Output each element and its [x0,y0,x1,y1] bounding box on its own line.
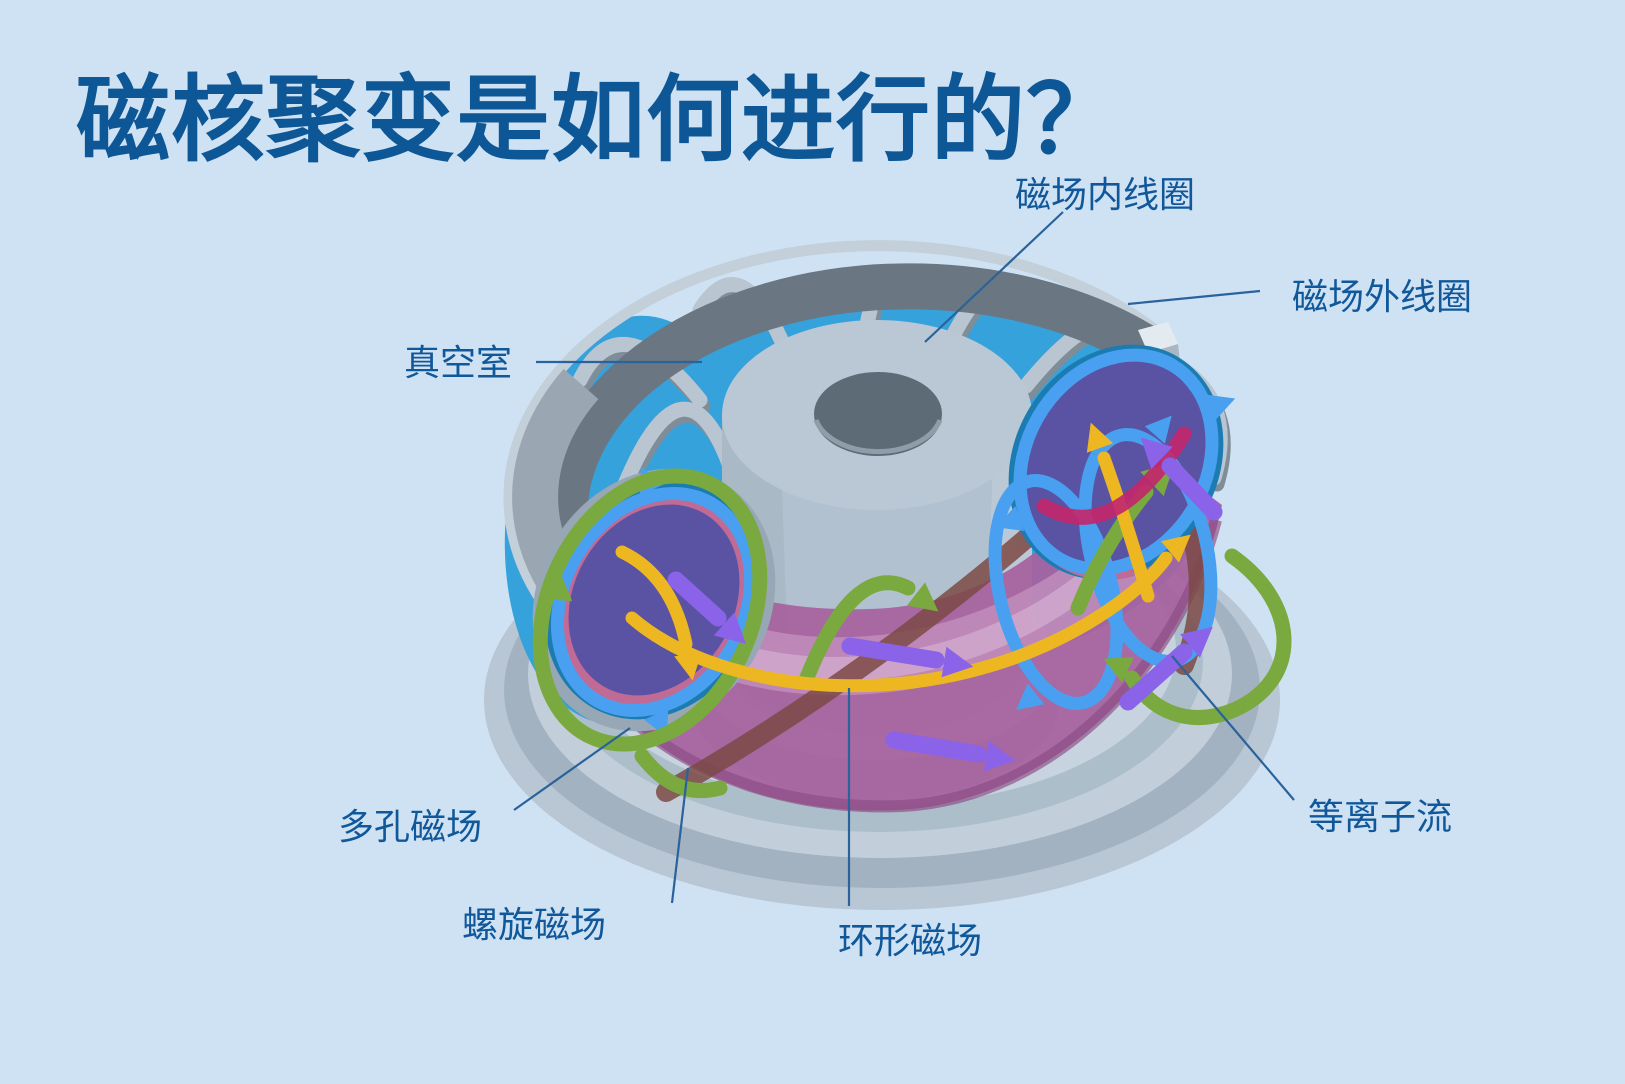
label-toroidal-field: 环形磁场 [838,920,983,961]
leader-plasma-flow [1171,655,1295,801]
plasma-current-right-section [1077,417,1155,603]
helical-arrow-right-section [1070,449,1187,616]
label-porous-field: 多孔磁场 [338,806,483,847]
helical-hook-right [1097,548,1292,725]
plasma-current-left-section [615,545,707,684]
label-vacuum-chamber: 真空室 [404,342,513,383]
leader-porous-field [513,727,631,811]
leader-inner-coil [924,211,1064,343]
solenoid-bore [814,372,942,456]
leader-outer-coil [1127,289,1261,306]
poloidal-loop-mid-1 [988,474,1124,721]
label-outer-coil: 磁场外线圈 [1292,276,1473,317]
field-arrows [532,348,1292,799]
label-plasma-flow: 等离子流 [1308,796,1453,837]
helical-arc-mid [798,575,948,688]
page-title: 磁核聚变是如何进行的？ [76,67,1122,172]
poloidal-loop-left [550,460,758,744]
helical-hook-bottom-left [634,748,728,799]
label-spiral-field: 螺旋磁场 [462,904,607,945]
helical-loop-left [532,468,768,752]
label-inner-coil: 磁场内线圈 [1015,174,1196,215]
leader-lines [513,211,1295,906]
leader-spiral-field [670,767,690,904]
